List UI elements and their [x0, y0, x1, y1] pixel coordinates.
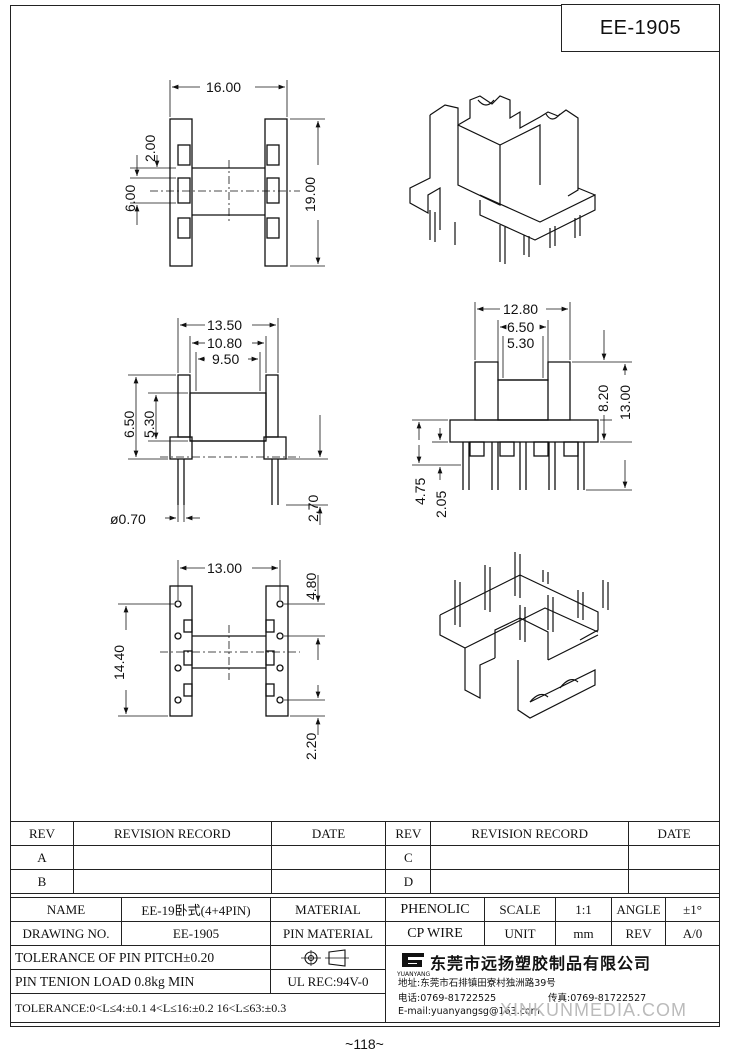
dim-side-w1: 12.80 [503, 301, 538, 317]
dim-top-inner: 6.00 [122, 185, 138, 212]
dim-side-w3: 5.30 [507, 335, 534, 351]
rev-value: A/0 [665, 921, 720, 946]
angle-label: ANGLE [611, 897, 666, 922]
dim-side-w2: 6.50 [507, 319, 534, 335]
record-cell [430, 845, 630, 870]
revision-header-row: REV REVISION RECORD DATE REV REVISION RE… [10, 821, 720, 846]
record-cell [72, 845, 272, 870]
company-name: 东莞市远扬塑胶制品有限公司 [430, 954, 652, 973]
revision-record-header: REVISION RECORD [430, 821, 630, 846]
dim-front-pin-dia: ø0.70 [110, 511, 146, 527]
dim-front-inner: 9.50 [212, 351, 239, 367]
date-cell [628, 845, 720, 870]
date-cell [628, 869, 720, 894]
pin-pitch-tolerance: TOLERANCE OF PIN PITCH±0.20 [10, 945, 271, 970]
company-fax: 传真:0769-81722527 [548, 993, 647, 1004]
dim-top-flange-gap: 2.00 [142, 135, 158, 162]
bottom-view [118, 560, 325, 735]
front-view [128, 318, 328, 525]
rev-cell: D [385, 869, 432, 894]
angle-value: ±1° [665, 897, 720, 922]
rev-cell: C [385, 845, 432, 870]
date-header: DATE [270, 821, 387, 846]
dim-side-h3: 4.75 [412, 478, 428, 505]
rev-header: REV [385, 821, 432, 846]
name-value: EE-19卧式(4+4PIN) [121, 897, 271, 922]
rev-label: REV [611, 921, 666, 946]
drawing-no-value: EE-1905 [121, 921, 271, 946]
drawing-sheet [10, 5, 720, 1027]
isometric-view-top [409, 95, 596, 264]
watermark: XINKUNMEDIA.COM [500, 1000, 688, 1020]
unit-label: UNIT [484, 921, 556, 946]
dim-bottom-pitch-bottom: 2.20 [303, 733, 319, 760]
side-view [412, 302, 632, 491]
unit-value: mm [555, 921, 612, 946]
top-view [130, 80, 325, 267]
pin-material-label: PIN MATERIAL [270, 921, 386, 946]
pin-tension-load: PIN TENION LOAD 0.8kg MIN [10, 969, 271, 994]
date-header: DATE [628, 821, 720, 846]
general-tolerance: TOLERANCE:0<L≤4:±0.1 4<L≤16:±0.2 16<L≤63… [10, 993, 386, 1023]
company-phone: 电话:0769-81722525 [398, 993, 497, 1004]
dim-bottom-height: 14.40 [111, 645, 127, 680]
dim-front-h1: 6.50 [121, 411, 137, 438]
date-cell [270, 845, 387, 870]
material-label: MATERIAL [270, 897, 386, 922]
dim-front-overall: 13.50 [207, 317, 242, 333]
technical-drawings: 16.00 19.00 2.00 6.00 [110, 79, 633, 760]
company-logo-icon [402, 953, 424, 967]
first-angle-projection-icon [301, 948, 349, 967]
scale-label: SCALE [484, 897, 556, 922]
rev-cell: A [10, 845, 74, 870]
pin-material-value: CP WIRE [385, 921, 485, 946]
record-cell [72, 869, 272, 894]
isometric-view-bottom [439, 552, 609, 719]
dim-front-h2: 5.30 [141, 411, 157, 438]
dim-bottom-width: 13.00 [207, 560, 242, 576]
record-cell [430, 869, 630, 894]
dim-side-h2: 13.00 [617, 385, 633, 420]
scale-value: 1:1 [555, 897, 612, 922]
table-row: A C [10, 845, 720, 870]
part-number-box: EE-1905 [561, 4, 720, 52]
dim-front-pin-len: 2.70 [305, 495, 321, 522]
dim-side-h1: 8.20 [595, 385, 611, 412]
dim-bottom-pitch-top: 4.80 [303, 573, 319, 600]
date-cell [270, 869, 387, 894]
dim-side-h4: 2.05 [433, 491, 449, 518]
ul-rating: UL REC:94V-0 [270, 969, 386, 994]
table-row: B D [10, 869, 720, 894]
page-number: ~118~ [345, 1036, 384, 1052]
drawing-no-label: DRAWING NO. [10, 921, 122, 946]
dim-top-width: 16.00 [206, 79, 241, 95]
material-value: PHENOLIC [385, 897, 485, 922]
rev-header: REV [10, 821, 74, 846]
company-info-cell [385, 945, 720, 1023]
rev-cell: B [10, 869, 74, 894]
dim-front-mid: 10.80 [207, 335, 242, 351]
title-block: NAME EE-19卧式(4+4PIN) MATERIAL PHENOLIC S… [10, 897, 720, 1027]
revision-table: REV REVISION RECORD DATE REV REVISION RE… [10, 821, 720, 894]
logo-text: YUANYANG [397, 971, 431, 978]
company-email: E-mail:yuanyangsg@163.com [398, 1006, 540, 1017]
revision-record-header: REVISION RECORD [72, 821, 272, 846]
dim-top-height: 19.00 [302, 177, 318, 212]
company-address: 地址:东莞市石排镇田寮村独洲路39号 [398, 978, 556, 989]
name-label: NAME [10, 897, 122, 922]
projection-symbol [270, 945, 386, 970]
